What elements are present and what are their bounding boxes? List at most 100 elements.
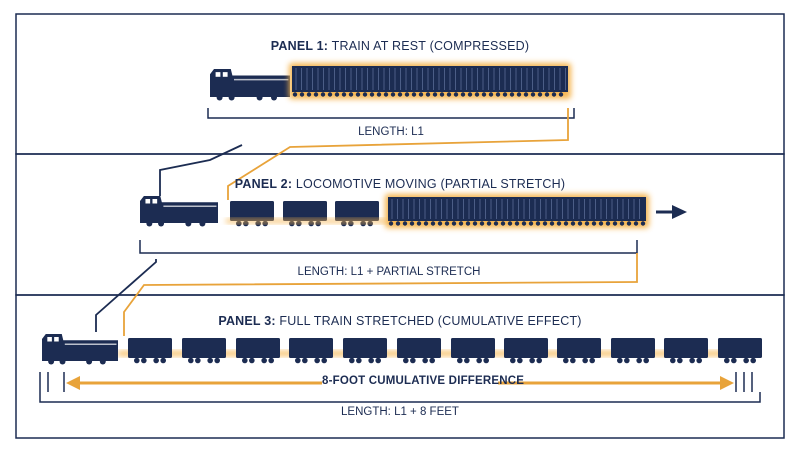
panel-3-car <box>664 338 708 364</box>
car-body <box>664 338 708 358</box>
block-wheel <box>528 221 534 226</box>
car-wheel <box>207 357 213 364</box>
panel-2-coupler-glow <box>226 219 386 223</box>
panel-3-car <box>611 338 655 364</box>
car-wheel <box>314 357 320 364</box>
block-wheel <box>584 221 590 226</box>
car-body <box>289 338 333 358</box>
panel-2-title: PANEL 2: LOCOMOTIVE MOVING (PARTIAL STRE… <box>234 177 566 191</box>
panel-2-compressed-cars <box>385 194 649 228</box>
block-wheel <box>495 92 501 97</box>
car-wheel <box>302 357 308 364</box>
car-wheel <box>457 357 463 364</box>
block-wheel <box>397 92 403 97</box>
car-wheel <box>689 357 695 364</box>
car-body <box>236 338 280 358</box>
block-wheel <box>507 221 513 226</box>
locomotive-window <box>222 72 228 77</box>
car-body <box>504 338 548 358</box>
panel-frames <box>15 13 785 439</box>
block-wheel <box>334 92 340 97</box>
block-wheel <box>488 92 494 97</box>
block-wheel <box>376 92 382 97</box>
block-wheel <box>439 92 445 97</box>
car-wheel <box>160 357 166 364</box>
block-wheel <box>409 221 415 226</box>
car-wheel <box>153 357 159 364</box>
car-wheel <box>696 357 702 364</box>
guide-lines <box>95 108 638 336</box>
block-wheel <box>535 221 541 226</box>
block-wheel <box>502 92 508 97</box>
block-wheel <box>383 92 389 97</box>
block-wheel <box>556 221 562 226</box>
panel-2-length-label: LENGTH: L1 + PARTIAL STRETCH <box>297 266 481 278</box>
car-body <box>283 201 327 221</box>
block-wheel <box>523 92 529 97</box>
car-wheel <box>731 357 737 364</box>
car-wheel <box>677 357 683 364</box>
block-wheel <box>500 221 506 226</box>
car-wheel <box>536 357 542 364</box>
block-wheel <box>453 92 459 97</box>
locomotive-guide-2-to-3 <box>95 259 157 332</box>
panel-3-title: PANEL 3: FULL TRAIN STRETCHED (CUMULATIV… <box>218 314 582 328</box>
block-wheel <box>423 221 429 226</box>
block-wheel <box>537 92 543 97</box>
panel-3-car <box>236 338 280 364</box>
locomotive-window <box>215 72 221 77</box>
locomotive-window <box>152 199 158 204</box>
panel-2-length-bracket <box>139 240 638 254</box>
car-wheel <box>464 357 470 364</box>
block-body <box>388 197 646 221</box>
locomotive-body <box>140 196 218 221</box>
panel-3-locomotive <box>42 334 118 365</box>
panel-1-length-bracket <box>207 108 575 119</box>
panel-3-car <box>557 338 601 364</box>
cumulative-difference-label: 8-FOOT CUMULATIVE DIFFERENCE <box>322 375 525 387</box>
panel-1-locomotive <box>210 69 290 101</box>
car-body <box>182 338 226 358</box>
car-body <box>128 338 172 358</box>
locomotive-window <box>145 199 151 204</box>
locomotive-window <box>54 337 59 342</box>
car-wheel <box>750 357 756 364</box>
block-wheel <box>551 92 557 97</box>
car-wheel <box>724 357 730 364</box>
block-wheel <box>472 221 478 226</box>
difference-arrow-right-head <box>720 376 734 390</box>
block-wheel <box>292 92 298 97</box>
locomotive-body <box>210 69 290 95</box>
car-wheel <box>349 357 355 364</box>
panel-3-car <box>128 338 172 364</box>
block-wheel <box>299 92 305 97</box>
block-wheel <box>404 92 410 97</box>
block-wheel <box>598 221 604 226</box>
panel-2-locomotive <box>140 196 218 227</box>
block-wheel <box>530 92 536 97</box>
block-wheel <box>395 221 401 226</box>
panel-1-title: PANEL 1: TRAIN AT REST (COMPRESSED) <box>270 39 530 53</box>
block-wheel <box>444 221 450 226</box>
car-wheel <box>214 357 220 364</box>
block-wheel <box>451 221 457 226</box>
block-wheel <box>626 221 632 226</box>
car-wheel <box>563 357 569 364</box>
block-wheel <box>563 221 569 226</box>
car-body <box>718 338 762 358</box>
block-wheel <box>418 92 424 97</box>
locomotive-frame <box>140 221 218 223</box>
panel-3-car <box>451 338 495 364</box>
car-wheel <box>617 357 623 364</box>
block-wheel <box>437 221 443 226</box>
block-wheel <box>542 221 548 226</box>
trains <box>39 63 762 403</box>
car-wheel <box>529 357 535 364</box>
panel-3-length-label: LENGTH: L1 + 8 FEET <box>341 406 459 418</box>
block-wheel <box>509 92 515 97</box>
block-wheel <box>460 92 466 97</box>
block-wheel <box>411 92 417 97</box>
block-wheel <box>481 92 487 97</box>
car-wheel <box>249 357 255 364</box>
